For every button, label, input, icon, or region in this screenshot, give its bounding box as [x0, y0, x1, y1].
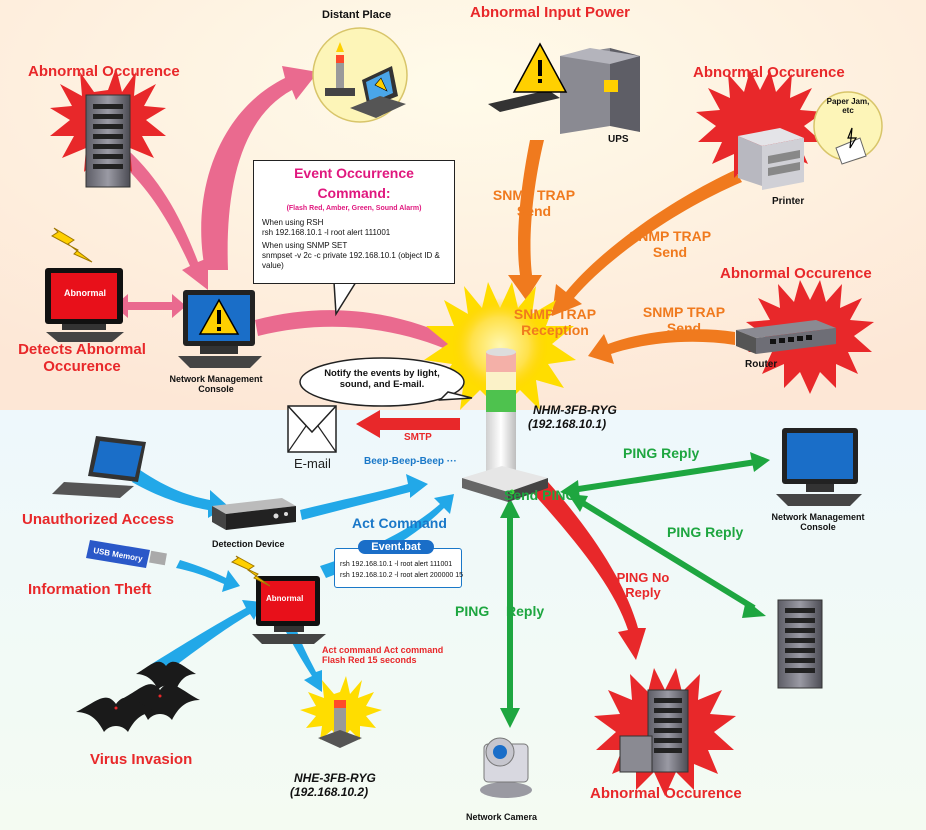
server-right [777, 599, 823, 689]
ping-reply-server-label: PING Reply [667, 524, 744, 540]
nhe-model-label: NHE-3FB-RYG [294, 771, 376, 785]
ping-reply-camera-reply: Reply [506, 603, 545, 619]
abnormal-computer-left [45, 227, 124, 342]
snmp-arrow-router [588, 329, 735, 364]
event-box-line-1: rsh 192.168.10.1 -l root alert 111001 [262, 228, 391, 238]
event-box-hint: (Flash Red, Amber, Green, Sound Alarm) [286, 205, 422, 213]
abnormal-occurence-router: Abnormal Occurence [720, 265, 872, 282]
ping-arrowhead-b [750, 452, 770, 472]
abnormal-screen-left: Abnormal [64, 288, 107, 298]
act-command-label: Act Command [352, 515, 447, 531]
snmp-reception-label: SNMP TRAP Reception [513, 306, 597, 338]
nhm-model-label: NHM-3FB-RYG [533, 403, 617, 417]
ping-arrowhead-e [500, 498, 520, 518]
pink-arrow-to-tower [255, 310, 480, 362]
snmp-send-router-label: SNMP TRAP Send [642, 304, 726, 336]
ups-device [488, 42, 640, 134]
event-bat-line-1: rsh 192.168.10.2 -l root alert 200000 15 [340, 572, 463, 579]
ping-no-reply-label: PING No Reply [616, 570, 670, 600]
ping-arrowhead-f [500, 708, 520, 728]
event-command-box: Event Occurrence Command: (Flash Red, Am… [253, 160, 455, 284]
email-envelope-icon [287, 405, 337, 453]
ping-reply-camera-ping: PING [455, 603, 490, 619]
abnormal-computer-middle [230, 555, 326, 644]
nhm-ip-label: (192.168.10.1) [528, 417, 607, 431]
smtp-arrow [356, 410, 460, 438]
console-right-label: Network Management Console [771, 512, 865, 533]
send-ping-label: Send PING [504, 487, 577, 503]
event-box-line-3: snmpset -v 2c -c private 192.168.10.1 (o… [262, 251, 440, 271]
event-bat-line-0: rsh 192.168.10.1 -l root alert 111001 [340, 561, 453, 568]
ping-reply-console-label: PING Reply [623, 445, 700, 461]
usb-memory-device [86, 540, 167, 568]
paper-jam-label: Paper Jam, etc [826, 97, 870, 115]
ups-label: UPS [608, 134, 629, 145]
router-device [736, 320, 836, 354]
snmp-send-printer-label: SNMP TRAP Send [628, 228, 712, 260]
blue-arrow-laptop [132, 470, 228, 518]
detection-device [212, 498, 296, 530]
abnormal-screen-middle: Abnormal [266, 594, 304, 603]
virus-bats [76, 661, 200, 732]
abnormal-occurence-top-left: Abnormal Occurence [28, 63, 180, 80]
server-bottom [619, 689, 689, 773]
email-label: E-mail [294, 456, 331, 471]
distant-place-bubble [312, 27, 408, 123]
beep-label: Beep-Beep-Beep ··· [364, 456, 457, 467]
information-theft-label: Information Theft [28, 581, 152, 598]
ping-arrow-console [571, 459, 757, 493]
notify-bubble-shape [299, 357, 473, 407]
event-bat-box [334, 548, 462, 588]
blue-arrow-detection [300, 474, 428, 520]
snmp-send-ups-label: SNMP TRAP Send [492, 187, 576, 219]
abnormal-occurence-bottom: Abnormal Occurence [590, 785, 742, 802]
smtp-label: SMTP [404, 432, 432, 443]
printer-device [738, 91, 883, 190]
router-label: Router [745, 359, 778, 370]
ping-no-reply-arrow [532, 482, 646, 660]
virus-invasion-label: Virus Invasion [90, 751, 193, 768]
printer-label: Printer [772, 196, 805, 207]
management-console-right [776, 428, 862, 506]
unauthorized-access-label: Unauthorized Access [22, 511, 174, 528]
pink-arrow-double [114, 294, 186, 318]
management-console-left [178, 290, 262, 368]
detection-device-label: Detection Device [212, 539, 285, 549]
ping-arrow-server [576, 497, 756, 611]
abnormal-input-power-label: Abnormal Input Power [470, 4, 631, 21]
event-box-line-2: When using SNMP SET [262, 241, 348, 251]
blue-arrow-usb [176, 560, 240, 592]
abnormal-occurence-printer: Abnormal Occurence [693, 64, 845, 81]
pink-arrow-to-distant [201, 66, 318, 270]
nhe-ip-label: (192.168.10.2) [290, 785, 369, 799]
notify-bubble-text: Notify the events by light, sound, and E… [324, 368, 440, 390]
snmp-arrow-ups [508, 140, 544, 300]
event-box-title: Event Occurrence [294, 165, 414, 181]
act-command-flash-label: Act command Act command Flash Red 15 sec… [322, 645, 444, 666]
network-camera-label: Network Camera [466, 812, 538, 822]
distant-place-label: Distant Place [322, 9, 392, 21]
console-left-label: Network Management Console [169, 374, 263, 395]
network-camera-device [480, 737, 532, 798]
server-top-left [85, 94, 131, 188]
blue-arrow-virus [150, 600, 262, 676]
ping-arrowhead-d [742, 600, 766, 618]
signal-tower-nhe [300, 676, 382, 748]
event-box-line-0: When using RSH [262, 218, 324, 228]
event-bat-title: Event.bat [358, 540, 434, 554]
detects-abnormal-label: Detects Abnormal Occurence [18, 341, 146, 375]
laptop-device [52, 436, 146, 498]
signal-tower-nhm [462, 348, 548, 502]
ping-arrowhead-c [568, 494, 588, 512]
event-box-subtitle: Command: [317, 184, 391, 201]
pink-arrow-from-server [120, 150, 208, 290]
snmp-arrow-printer [552, 170, 742, 316]
